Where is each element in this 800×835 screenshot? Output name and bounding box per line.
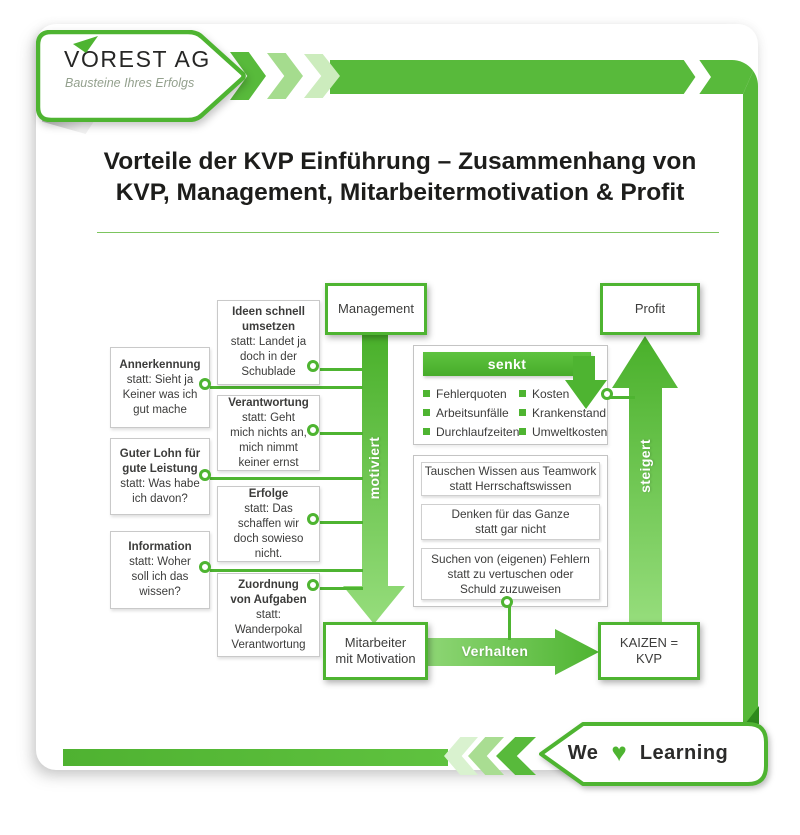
box-title: Erfolge — [248, 487, 289, 500]
connector-dot — [307, 513, 319, 525]
steigert-arrow — [612, 336, 678, 624]
left-box-information: Information statt: Woher soll ich das wi… — [110, 531, 210, 609]
senkt-arrow — [565, 356, 607, 409]
box-body: statt: Was habe ich davon? — [120, 477, 200, 505]
mitarbeiter-box: Mitarbeiter mit Motivation — [323, 622, 428, 680]
green-frame — [330, 60, 758, 723]
footer-banner — [539, 722, 768, 786]
heart-icon: ♥ — [611, 736, 627, 767]
senkt-item: Fehlerquoten — [436, 386, 507, 401]
connector-dot — [501, 596, 513, 608]
left-box-guter-lohn: Guter Lohn für gute Leistung statt: Was … — [110, 438, 210, 515]
logo-arrow-icon — [73, 36, 98, 53]
connector-line — [316, 368, 363, 371]
box-body: statt: Landet ja doch in der Schublade — [230, 336, 307, 378]
connector-line — [316, 432, 363, 435]
connector-line — [316, 587, 363, 590]
motiviert-arrow — [343, 334, 405, 624]
company-name: VOREST AG — [64, 46, 211, 72]
logo-banner — [36, 30, 246, 122]
page-title: Vorteile der KVP Einführung – Zusammenha… — [103, 148, 697, 206]
bullet-icon — [423, 390, 430, 397]
bullet-icon — [423, 409, 430, 416]
senkt-item: Durchlaufzeiten — [436, 424, 520, 439]
senkt-bar: senkt — [423, 352, 591, 376]
profit-box: Profit — [600, 283, 700, 335]
mid-box-ideen: Ideen schnell umsetzen statt: Landet ja … — [217, 300, 320, 385]
bullet-icon — [519, 409, 526, 416]
verhalten-arrow — [427, 629, 599, 675]
mid-box-erfolge: Erfolge statt: Das schaffen wir doch sow… — [217, 486, 320, 562]
bullet-icon — [519, 390, 526, 397]
box-title: Annerkennung — [119, 358, 201, 371]
box-body: statt: Das schaffen wir doch sowieso nic… — [233, 502, 304, 560]
senkt-item: Umweltkosten — [532, 424, 608, 439]
steigert-label: steigert — [637, 439, 653, 493]
senkt-item: Arbeitsunfälle — [436, 405, 509, 420]
senkt-item: Kosten — [532, 386, 570, 401]
mid-box-verantwortung: Verantwortung statt: Geht mich nichts an… — [217, 395, 320, 471]
behavior-box: Denken für das Ganze statt gar nicht — [421, 504, 600, 540]
connector-line — [508, 605, 511, 640]
mid-box-zuordnung: Zuordnung von Aufgaben statt: Wanderpoka… — [217, 573, 320, 657]
box-body: statt: Woher soll ich das wissen? — [129, 556, 191, 598]
connector-line — [610, 396, 635, 399]
box-title: Verantwortung — [228, 396, 309, 409]
senkt-list-col2: Kosten Krankenstand Umweltkosten — [519, 384, 607, 441]
senkt-item: Krankenstand — [532, 405, 607, 420]
left-box-annerkennung: Annerkennung statt: Sieht ja Keiner was … — [110, 347, 210, 428]
connector-dot — [307, 360, 319, 372]
logo-tagline: Bausteine Ihres Erfolgs — [65, 76, 195, 90]
connector-dot — [199, 469, 211, 481]
connector-dot — [601, 388, 613, 400]
box-title: Guter Lohn für gute Leistung — [119, 447, 201, 475]
behavior-box: Suchen von (eigenen) Fehlern statt zu ve… — [421, 548, 600, 600]
bullet-icon — [423, 428, 430, 435]
connector-line — [208, 477, 363, 480]
footer-slogan: We ♥ Learning — [548, 736, 748, 770]
connector-line — [208, 569, 363, 572]
bottom-band — [63, 749, 448, 766]
kaizen-box: KAIZEN = KVP — [598, 622, 700, 680]
connector-dot — [307, 424, 319, 436]
footer-learning: Learning — [639, 741, 729, 764]
connector-dot — [199, 378, 211, 390]
connector-line — [316, 521, 363, 524]
bullet-icon — [519, 428, 526, 435]
verhalten-label: Verhalten — [461, 643, 529, 659]
connector-dot — [199, 561, 211, 573]
senkt-list-col1: Fehlerquoten Arbeitsunfälle Durchlaufzei… — [423, 384, 519, 441]
footer-we: We — [567, 741, 599, 764]
motiviert-label: motiviert — [366, 436, 382, 500]
management-box: Management — [325, 283, 427, 335]
box-body: statt: Wanderpokal Verantwortung — [231, 608, 306, 651]
box-title: Zuordnung von Aufgaben — [230, 578, 307, 606]
box-title: Ideen schnell umsetzen — [232, 306, 305, 333]
connector-line — [208, 386, 363, 389]
box-body: statt: Geht mich nichts an, mich nimmt k… — [230, 411, 307, 469]
box-title: Information — [128, 541, 192, 553]
box-body: statt: Sieht ja Keiner was ich gut mache — [122, 373, 198, 416]
connector-dot — [307, 579, 319, 591]
title-divider — [97, 232, 719, 233]
behavior-box: Tauschen Wissen aus Teamwork statt Herrs… — [421, 462, 600, 496]
